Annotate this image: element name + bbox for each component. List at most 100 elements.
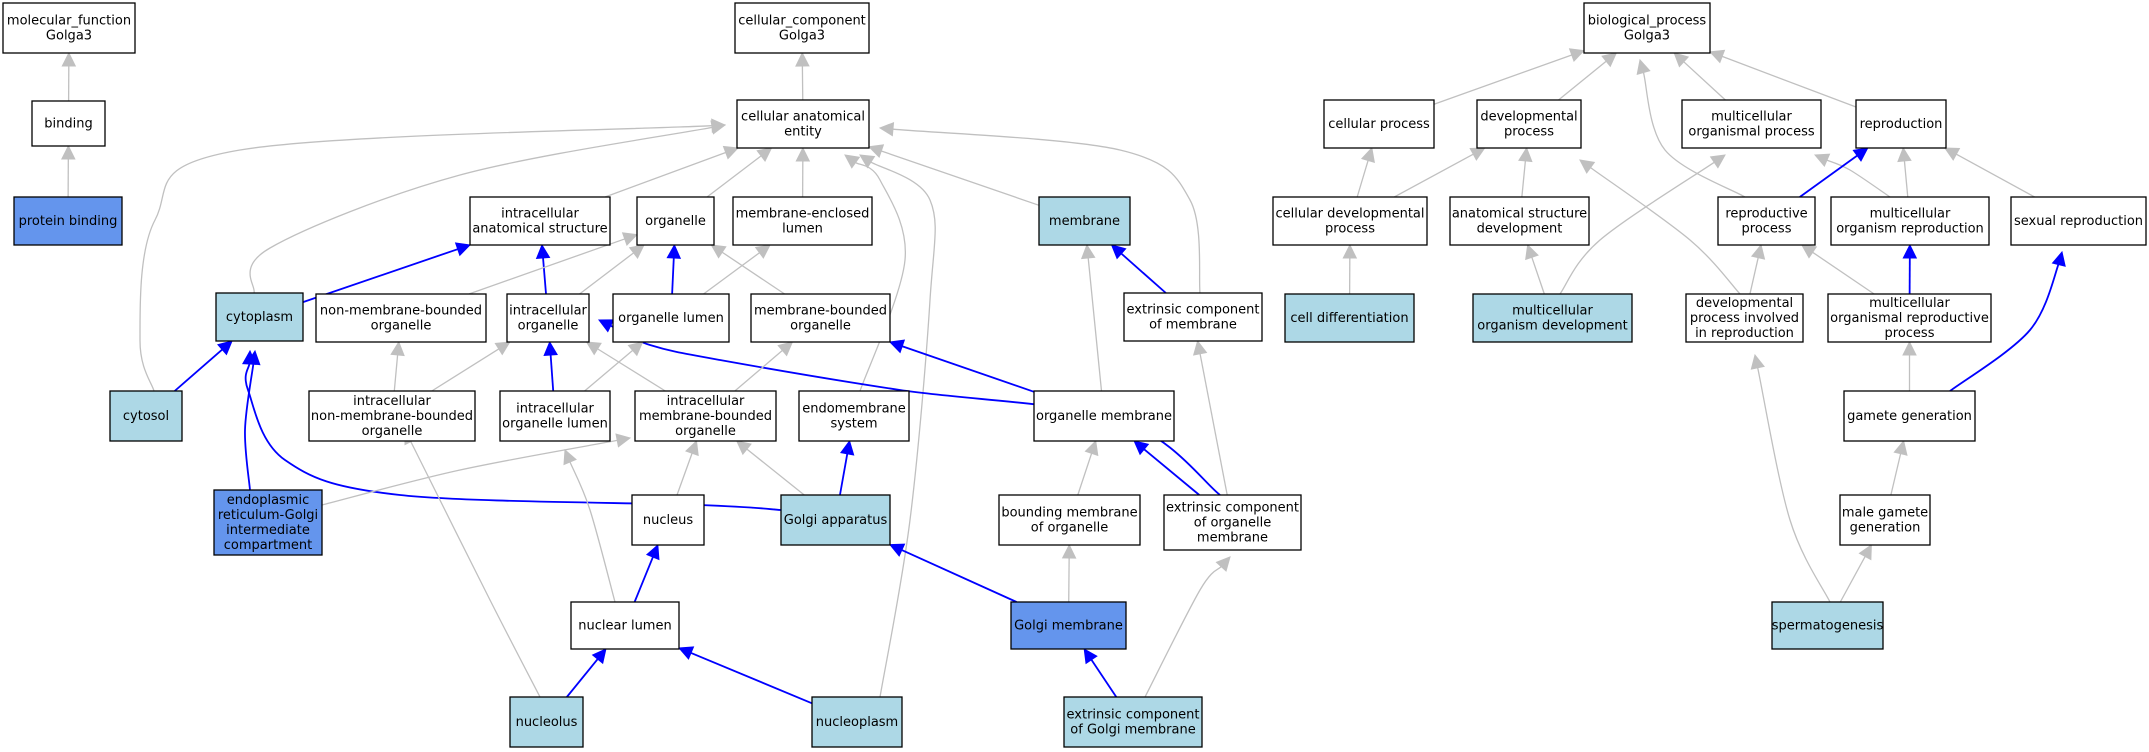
node-label-line: compartment	[224, 538, 312, 553]
node-label-line: entity	[784, 125, 822, 140]
go-term-node-ol[interactable]: organelle lumen	[612, 293, 730, 343]
node-label-line: organelle	[790, 319, 851, 334]
arrowhead-ol-to-organelle	[666, 243, 682, 259]
arrowhead-nucleoplasm-to-nuclear_lumen	[677, 646, 695, 660]
go-term-node-membrane[interactable]: membrane	[1038, 196, 1131, 246]
edge-inmbo-to-io	[431, 348, 500, 392]
go-term-node-binding[interactable]: binding	[31, 100, 106, 147]
node-box	[308, 390, 476, 442]
node-label-line: membrane	[1049, 214, 1120, 229]
edge-nucleoplasm-to-nuclear_lumen	[690, 652, 813, 705]
node-box	[315, 293, 487, 343]
go-term-node-cytoplasm[interactable]: cytoplasm	[215, 292, 304, 342]
go-term-node-nucleoplasm[interactable]: nucleoplasm	[811, 696, 903, 748]
go-term-node-nucleus[interactable]: nucleus	[631, 494, 705, 546]
node-label-line: extrinsic component	[1127, 303, 1260, 318]
go-term-node-cellular_process[interactable]: cellular process	[1323, 99, 1435, 149]
edge-mor-to-reproduction	[1903, 160, 1909, 198]
edge-male_gamete-to-gamete_generation	[1890, 453, 1902, 496]
node-label-line: endoplasmic	[227, 493, 309, 508]
node-box	[1123, 292, 1263, 342]
node-label-line: intracellular	[516, 402, 594, 417]
go-term-node-gamete_generation[interactable]: gamete generation	[1843, 390, 1976, 442]
edge-reproduction-to-bp_golga3	[1721, 55, 1857, 108]
go-term-node-cytosol[interactable]: cytosol	[109, 390, 183, 442]
node-label-line: nucleolus	[516, 715, 578, 730]
edge-ol-to-organelle	[671, 257, 675, 295]
go-term-node-nuclear_lumen[interactable]: nuclear lumen	[570, 601, 680, 650]
node-box	[1827, 293, 1992, 343]
node-label-line: binding	[44, 117, 92, 132]
arrowhead-membrane-to-cae	[867, 144, 885, 159]
edge-dpir-to-rp	[1749, 257, 1759, 295]
edge-mod-to-asd	[1531, 257, 1545, 295]
go-term-node-spermatogenesis[interactable]: spermatogenesis	[1771, 601, 1884, 650]
node-label-line: multicellular	[1512, 304, 1593, 319]
edge-bmo-to-om	[1077, 453, 1093, 496]
arrowhead-nmbo-to-organelle	[621, 232, 639, 246]
node-box	[215, 292, 304, 342]
node-box	[499, 390, 611, 442]
node-label-line: of organelle	[1031, 521, 1108, 536]
go-term-node-inmbo[interactable]: intracellularnon-membrane-boundedorganel…	[308, 390, 476, 442]
go-term-node-cell_diff[interactable]: cell differentiation	[1284, 293, 1415, 343]
arrowhead-spermatogenesis-to-dpir	[1750, 353, 1765, 370]
go-term-node-reproduction[interactable]: reproduction	[1855, 99, 1947, 149]
edge-mop-to-bp_golga3	[1683, 61, 1726, 101]
go-term-node-om[interactable]: organelle membrane	[1033, 390, 1175, 442]
node-label-line: cellular anatomical	[741, 110, 865, 125]
edge-cytoplasm-to-cae	[249, 126, 713, 294]
go-term-node-nucleolus[interactable]: nucleolus	[509, 696, 584, 748]
arrowhead-imbo-to-mbo	[777, 341, 794, 357]
node-label-line: organelle	[371, 319, 432, 334]
arrowhead-golgi_membrane-to-bmo	[1061, 543, 1077, 559]
node-box	[631, 494, 705, 546]
go-term-node-protein_binding[interactable]: protein binding	[13, 196, 123, 246]
go-term-node-organelle[interactable]: organelle	[636, 196, 715, 246]
go-term-node-ergic[interactable]: endoplasmicreticulum-Golgiintermediateco…	[213, 489, 323, 556]
arrowhead-sexual_reproduction-to-reproduction	[1943, 147, 1961, 161]
node-label-line: anatomical structure	[472, 222, 607, 237]
node-label-line: membrane	[1197, 531, 1268, 546]
edge-nuclear_lumen-to-iol	[569, 461, 616, 603]
arrowhead-protein_binding-to-binding	[61, 144, 76, 160]
edge-om-to-mbo	[901, 345, 1035, 393]
go-term-node-golgi_membrane[interactable]: Golgi membrane	[1010, 601, 1127, 650]
node-label-line: Golga3	[46, 29, 92, 44]
node-label-line: organelle lumen	[618, 311, 724, 326]
node-box	[1830, 196, 1990, 246]
go-term-node-golgi[interactable]: Golgi apparatus	[780, 494, 891, 546]
node-label-line: organelle membrane	[1036, 409, 1172, 424]
arrowhead-nucleolus-to-nuclear_lumen	[591, 648, 607, 665]
edge-mor-to-mop	[1826, 159, 1891, 198]
node-label-line: reticulum-Golgi	[218, 508, 318, 523]
node-label-line: organism development	[1477, 319, 1627, 334]
go-term-node-sexual_reproduction[interactable]: sexual reproduction	[2010, 196, 2147, 246]
